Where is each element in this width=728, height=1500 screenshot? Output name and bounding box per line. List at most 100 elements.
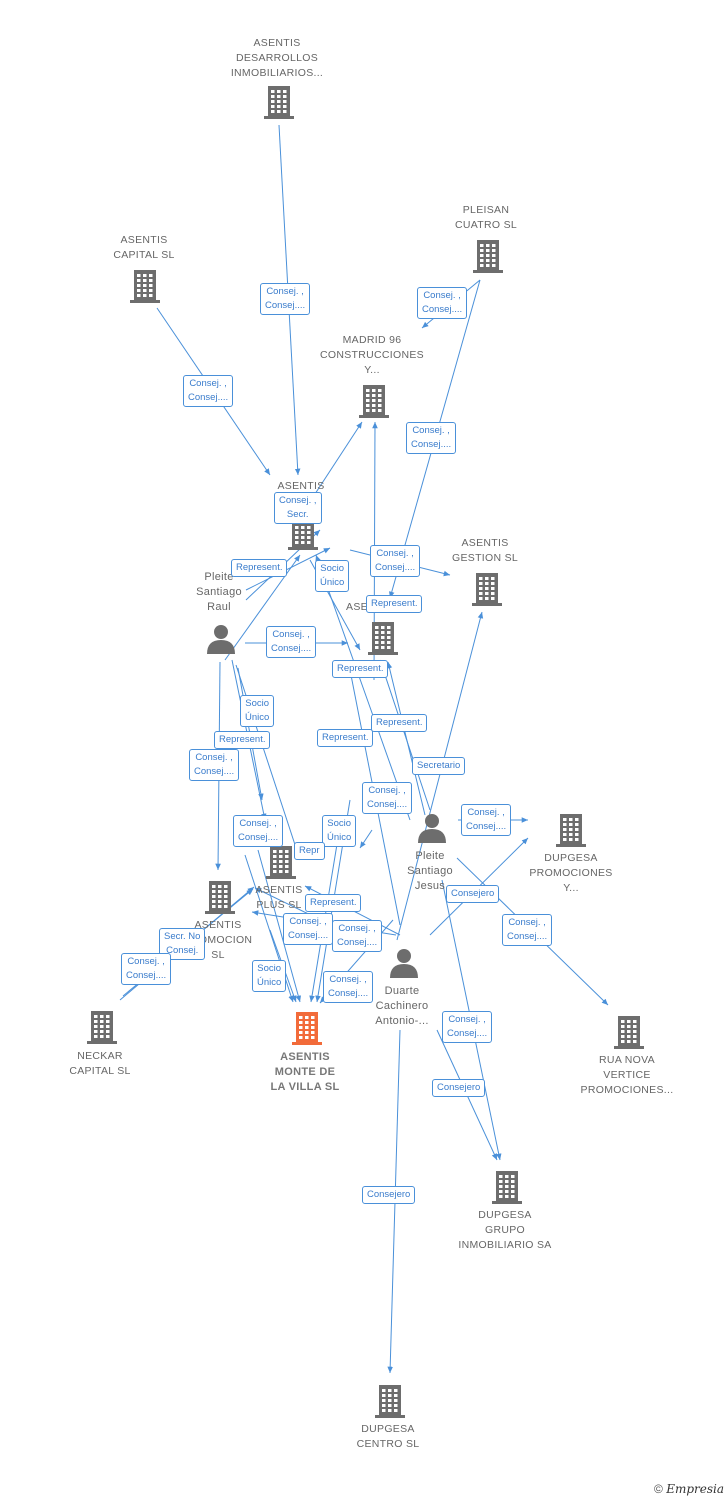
edge-label-line: Único xyxy=(245,712,270,723)
edge-label-e23[interactable]: Consejero xyxy=(446,885,500,903)
edge-label-e14[interactable]: Represent. xyxy=(317,729,374,747)
edge-label-e1[interactable]: Consej. , Consej.... xyxy=(260,283,311,315)
relationship-edge xyxy=(224,554,301,661)
building-icon xyxy=(359,385,389,418)
edge-label-e34[interactable]: Consejero xyxy=(362,1186,416,1204)
edge-label-line: Represent. xyxy=(236,562,283,573)
edge-label-line: Socio xyxy=(327,818,352,829)
node-label-line: Y... xyxy=(563,882,579,894)
edge-label-line: Consej.... xyxy=(422,304,463,315)
edge-label-e27[interactable]: Consej. ,Consej.... xyxy=(332,920,383,952)
edge-label-e8[interactable]: Consej. ,Consej.... xyxy=(370,545,421,577)
relationship-edge xyxy=(396,611,484,941)
edge-label-line: Consej.... xyxy=(411,439,452,450)
edge-label-e5[interactable]: Consej. ,Secr. xyxy=(274,492,322,524)
node-label-line: DUPGESA xyxy=(544,852,598,864)
node-label-line: GESTION SL xyxy=(451,552,519,564)
node-label-line: Cachinero xyxy=(375,1000,429,1012)
edge-label-e17[interactable]: Secretario xyxy=(412,757,466,775)
edge-label-e10[interactable]: Consej. ,Consej.... xyxy=(266,626,317,658)
edge-label-line: Consej. , xyxy=(338,923,376,934)
edge-label-e20[interactable]: Consej. ,Consej.... xyxy=(233,815,284,847)
node-label-line: CENTRO SL xyxy=(356,1438,420,1450)
edge-label-line: Consej. , xyxy=(376,548,414,559)
node-label-line: Pleite xyxy=(415,850,445,862)
edge-label-line: Consejero xyxy=(367,1189,411,1200)
edge-label-line: Único xyxy=(320,577,345,588)
edge-label-line: Consejero xyxy=(437,1082,481,1093)
building-icon xyxy=(472,573,502,606)
node-label-line: DESARROLLOS xyxy=(235,52,319,64)
edge-label-e6[interactable]: Represent. xyxy=(231,559,288,577)
edge-label-line: Consej. , xyxy=(266,286,304,297)
node-label: ASE xyxy=(346,600,368,615)
person-icon xyxy=(418,814,446,843)
edge-label-line: Consej. , xyxy=(289,916,327,927)
edge-label-e31[interactable]: Consej. ,Consej.... xyxy=(323,971,374,1003)
edge-label-line: Secr. No xyxy=(164,931,201,942)
node-label-line: ASENTIS xyxy=(280,1051,330,1063)
node-label-line: ASENTIS xyxy=(194,919,242,931)
edge-label-e19[interactable]: Consej. ,Consej.... xyxy=(461,804,512,836)
edge-label-line: Consej.... xyxy=(367,799,408,810)
node-label-line: DUPGESA xyxy=(478,1209,532,1221)
node-label-line: DUPGESA xyxy=(361,1423,415,1435)
node-label-line: PLEISAN xyxy=(462,204,510,216)
edge-label-line: Socio xyxy=(257,963,282,974)
edge-label-e2[interactable]: Consej. ,Consej.... xyxy=(183,375,234,407)
node-label-line: INMOBILIARIO SA xyxy=(458,1239,552,1251)
node-label-line: ASENTIS xyxy=(255,884,303,896)
node-label-line: CUATRO SL xyxy=(454,219,518,231)
edge-label-e29[interactable]: Consej. ,Consej.... xyxy=(121,953,172,985)
node-label-line: CAPITAL SL xyxy=(113,249,175,261)
edge-label-line: Consej. , xyxy=(272,629,310,640)
edge-label-line: Consej. , xyxy=(368,785,406,796)
edge-label-e25[interactable]: Consej. ,Consej.... xyxy=(502,914,553,946)
node-label-line: Y... xyxy=(364,364,380,376)
building-icon xyxy=(368,622,398,655)
node-label-line: Santiago xyxy=(407,865,453,877)
edge-label-e22[interactable]: Repr xyxy=(294,842,325,860)
edge-label-line: Secretario xyxy=(417,760,461,771)
edge-label-e13[interactable]: Represent. xyxy=(214,731,271,749)
relationship-edge xyxy=(257,849,302,1003)
building-icon xyxy=(614,1016,644,1049)
building-icon xyxy=(492,1171,522,1204)
edge-label-e26[interactable]: Consej. ,Consej.... xyxy=(283,913,334,945)
edge-label-line: Represent. xyxy=(337,663,384,674)
edge-label-line: Consej.... xyxy=(265,300,306,311)
edge-label-e4[interactable]: Consej. ,Consej.... xyxy=(406,422,457,454)
node-label-line: GRUPO xyxy=(484,1224,525,1236)
node-label-line: Santiago xyxy=(196,586,242,598)
edge-label-line: Consej. , xyxy=(467,807,505,818)
node-label: ASENTIS PLUS SL xyxy=(255,883,302,913)
edge-label-line: Consej.... xyxy=(328,988,369,999)
building-icon xyxy=(205,881,235,914)
edge-label-e18[interactable]: Consej. , Consej.... xyxy=(362,782,413,814)
node-label-line: Raul xyxy=(207,601,231,613)
edge-label-e16[interactable]: Consej. ,Consej.... xyxy=(189,749,240,781)
relationship-edge xyxy=(379,659,431,811)
edge-label-line: Consej. , xyxy=(195,752,233,763)
node-label-line: PLUS SL xyxy=(256,899,302,911)
edge-label-e3[interactable]: Consej. ,Consej.... xyxy=(417,287,468,319)
edge-label-e15[interactable]: Represent. xyxy=(371,714,428,732)
edge-label-e24[interactable]: Represent. xyxy=(305,894,362,912)
building-icon xyxy=(266,846,296,879)
node-label-line: MONTE DE xyxy=(274,1066,336,1078)
edge-label-e32[interactable]: Consej. ,Consej.... xyxy=(442,1011,493,1043)
edge-label-e11[interactable]: Represent. xyxy=(332,660,389,678)
footer-brand: © Empresia xyxy=(654,1482,724,1496)
edge-label-e33[interactable]: Consejero xyxy=(432,1079,486,1097)
edge-label-e9[interactable]: Represent. xyxy=(366,595,423,613)
